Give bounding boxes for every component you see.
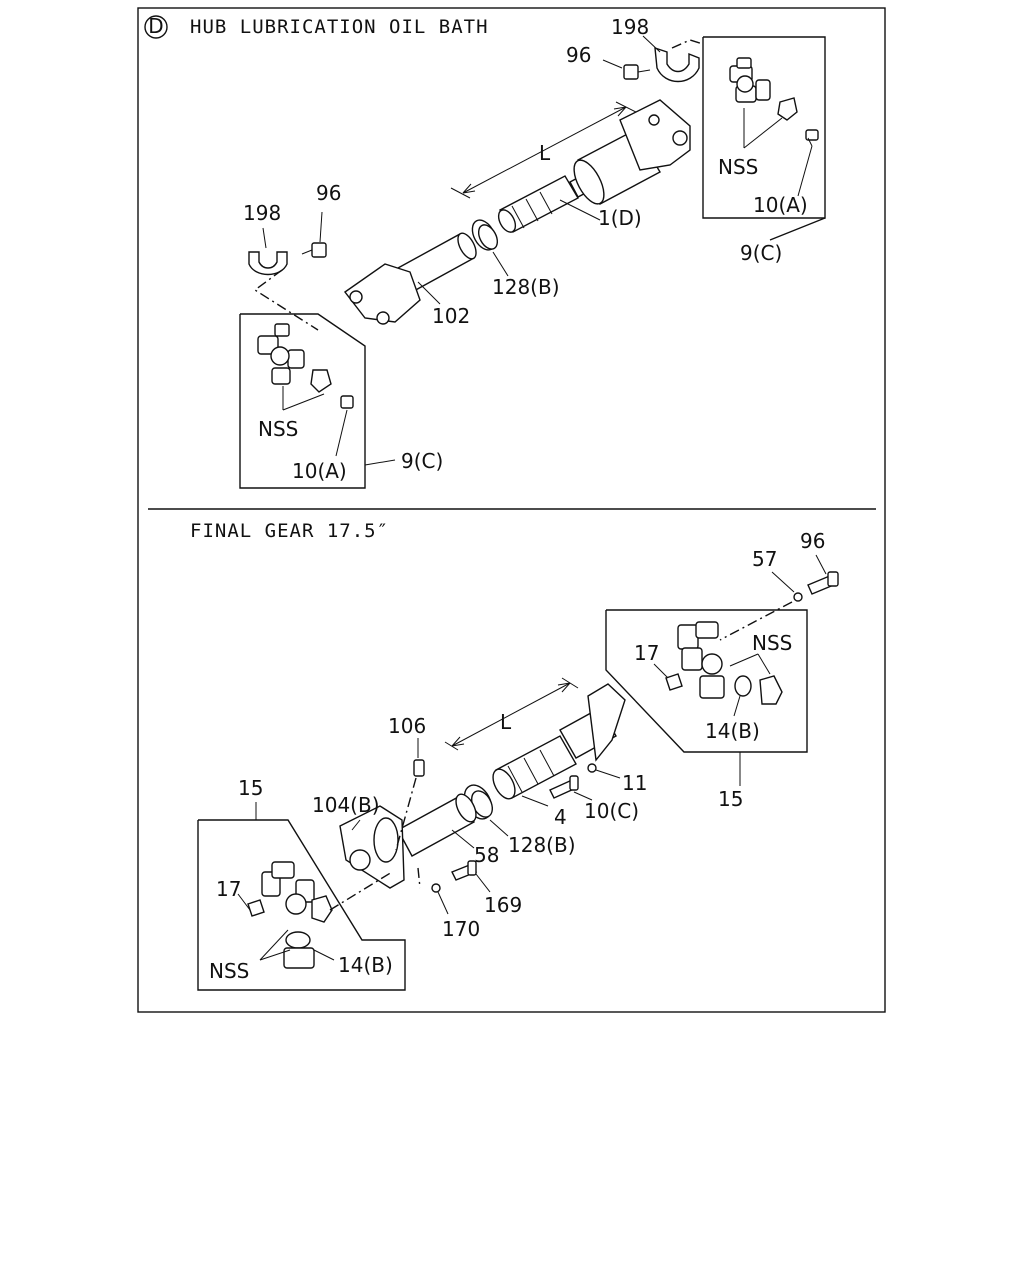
callout-label: L bbox=[539, 141, 551, 165]
callout-label: 57 bbox=[752, 547, 777, 571]
callout-label: 128(B) bbox=[492, 275, 560, 299]
callout-label: NSS bbox=[718, 155, 758, 179]
section-marker-circle bbox=[144, 15, 168, 39]
callout-label: 198 bbox=[243, 201, 281, 225]
callout-label: 169 bbox=[484, 893, 522, 917]
callout-label: 15 bbox=[718, 787, 743, 811]
callout-label: 96 bbox=[566, 43, 591, 67]
u-joint-box-final-upper bbox=[605, 609, 808, 753]
callout-label: 10(A) bbox=[292, 459, 347, 483]
callout-label: L bbox=[500, 710, 512, 734]
callout-label: 102 bbox=[432, 304, 470, 328]
section-title: FINAL GEAR 17.5″ bbox=[190, 520, 389, 542]
callout-label: 96 bbox=[800, 529, 825, 553]
callout-label: 10(C) bbox=[584, 799, 639, 823]
callout-label: NSS bbox=[752, 631, 792, 655]
callout-label: 14(B) bbox=[705, 719, 760, 743]
slip-shaft-final bbox=[492, 683, 626, 800]
section-marker-letter: D bbox=[148, 14, 163, 38]
callout-label: 58 bbox=[474, 843, 499, 867]
tube-yoke-final bbox=[339, 793, 477, 889]
callout-label: 14(B) bbox=[338, 953, 393, 977]
section-hub-lubrication: D HUB LUBRICATION OIL BATH bbox=[144, 14, 826, 489]
callout-label: 96 bbox=[316, 181, 341, 205]
section-title: HUB LUBRICATION OIL BATH bbox=[190, 16, 489, 38]
callout-label: 1(D) bbox=[598, 206, 642, 230]
callout-label: 11 bbox=[622, 771, 647, 795]
u-joint-box-upper bbox=[702, 36, 826, 219]
callout-label: 10(A) bbox=[753, 193, 808, 217]
callout-label: 128(B) bbox=[508, 833, 576, 857]
diagram-frame bbox=[137, 7, 886, 1013]
u-joint-box-final-lower bbox=[197, 819, 406, 991]
callout-labels-upper: 198 96 NSS 10(A) 9(C) L 1(D) 198 96 128(… bbox=[243, 15, 808, 483]
callout-label: 9(C) bbox=[740, 241, 782, 265]
u-joint-box-lower bbox=[239, 313, 366, 489]
section-final-gear: FINAL GEAR 17.5″ bbox=[190, 520, 839, 991]
callout-labels-lower: 96 57 NSS 17 14(B) 15 106 L 11 104(B) 4 … bbox=[209, 529, 825, 983]
callout-label: 4 bbox=[554, 805, 567, 829]
callout-label: 17 bbox=[634, 641, 659, 665]
callout-label: 17 bbox=[216, 877, 241, 901]
callout-label: 15 bbox=[238, 776, 263, 800]
tube-yoke bbox=[343, 232, 477, 325]
callout-label: 170 bbox=[442, 917, 480, 941]
callout-label: 106 bbox=[388, 714, 426, 738]
callout-label: 198 bbox=[611, 15, 649, 39]
slip-shaft bbox=[497, 99, 691, 233]
callout-label: NSS bbox=[258, 417, 298, 441]
callout-label: 104(B) bbox=[312, 793, 380, 817]
callout-label: NSS bbox=[209, 959, 249, 983]
callout-label: 9(C) bbox=[401, 449, 443, 473]
